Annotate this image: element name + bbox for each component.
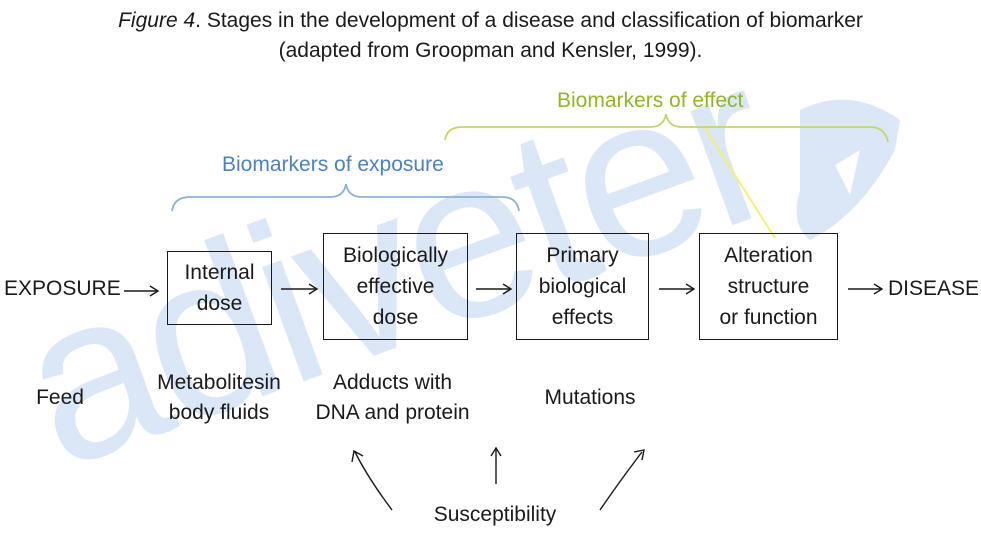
disease-label: DISEASE	[888, 277, 980, 300]
item-susceptibility: Susceptibility	[433, 503, 557, 526]
biomarkers-of-exposure-label: Biomarkers of exposure	[222, 153, 444, 176]
stage-alteration-structure: Alteration structure or function	[699, 233, 838, 340]
effect-connector	[704, 127, 776, 239]
arrow-susceptibility-up	[490, 446, 502, 484]
item-feed: Feed	[36, 386, 84, 409]
stage-biologically-effective-dose: Biologically effective dose	[323, 233, 468, 340]
stage-internal-dose: Internal dose	[167, 251, 272, 325]
effect-brace	[444, 113, 889, 143]
figure-caption: Figure 4. Stages in the development of a…	[0, 6, 981, 36]
item-metabolites: Metabolitesin body fluids	[157, 371, 281, 424]
stage-label: Primary biological effects	[538, 244, 627, 329]
arrow-bio-primary	[476, 283, 513, 295]
arrow-susceptibility-right	[599, 449, 645, 511]
arrow-susceptibility-left	[351, 449, 393, 511]
item-adducts: Adducts with DNA and protein	[315, 371, 470, 424]
exposure-brace	[171, 183, 520, 212]
caption-text: . Stages in the development of a disease…	[195, 9, 863, 32]
caption-citation: (adapted from Groopman and Kensler, 1999…	[278, 39, 703, 62]
figure-number: Figure 4	[118, 9, 196, 32]
stage-primary-biological-effects: Primary biological effects	[516, 233, 649, 340]
exposure-label: EXPOSURE	[4, 277, 121, 300]
stage-label: Alteration structure or function	[719, 244, 818, 329]
arrow-alteration-disease	[848, 283, 884, 295]
arrow-exposure-internal	[124, 285, 160, 297]
item-mutations: Mutations	[544, 386, 636, 409]
stage-label: Internal dose	[184, 261, 255, 315]
stage-label: Biologically effective dose	[342, 244, 449, 329]
biomarkers-of-effect-label: Biomarkers of effect	[557, 89, 744, 112]
arrow-internal-bio	[281, 283, 319, 295]
arrow-primary-alteration	[659, 283, 696, 295]
